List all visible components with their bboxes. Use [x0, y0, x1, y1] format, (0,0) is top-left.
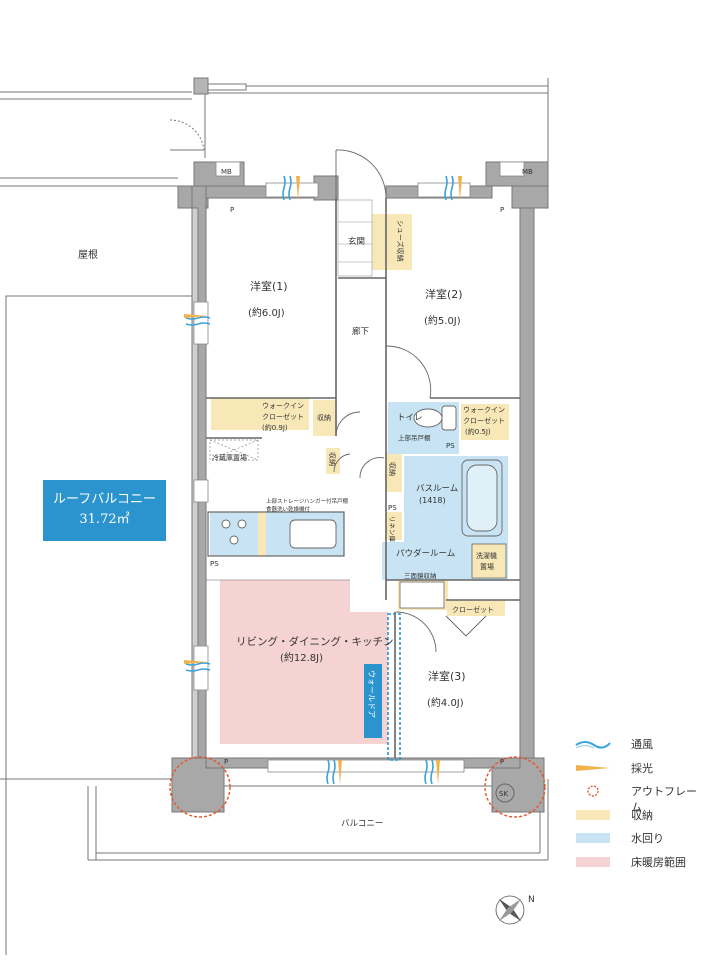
- top-utility: [169, 77, 549, 186]
- windows: [193, 161, 525, 773]
- entrance-label: 玄関: [348, 236, 365, 247]
- floorheat-fill: [220, 580, 388, 744]
- shoes-storage-label: シューズ収納: [396, 220, 405, 262]
- wic1-size: (約0.9J): [262, 423, 288, 432]
- wind-icon: [575, 741, 611, 749]
- compass-north-label: N: [528, 895, 535, 905]
- legend-label-outframe: アウトフレーム: [631, 785, 697, 814]
- roof-balcony-name: ルーフバルコニー: [53, 492, 156, 507]
- wic2-line1: ウォークイン: [463, 406, 505, 414]
- wall-door-tag: [364, 664, 382, 738]
- powder-label: パウダールーム: [396, 548, 455, 559]
- legend-label-floorheat: 床暖房範囲: [631, 855, 686, 869]
- bathtub: [461, 459, 503, 537]
- floorheat-swatch: [576, 856, 610, 867]
- mb-label-right: MB: [522, 168, 533, 176]
- room-western1-size: (約6.0J): [248, 306, 285, 319]
- storage-swatch: [576, 809, 610, 820]
- legend-item-wind: 通風: [566, 734, 706, 758]
- roof-area: [0, 91, 193, 955]
- bath-label: バスルーム: [416, 484, 458, 494]
- linen-label: リネン庫: [388, 516, 397, 543]
- roof-label: 屋根: [78, 248, 98, 261]
- legend-item-outframe: アウトフレーム: [566, 781, 706, 814]
- storage2-label: 収納: [328, 452, 337, 466]
- wic2-line2: クローゼット: [463, 416, 505, 425]
- storage1-label: 収納: [317, 413, 331, 422]
- outframe-icon: [587, 785, 599, 797]
- balcony-label: バルコニー: [341, 819, 383, 829]
- toilet-fixture: [413, 405, 457, 431]
- room-western3-name: 洋室(3): [428, 669, 466, 683]
- entrance-tiles: [337, 199, 373, 277]
- kitchen-note-2: 食器洗い乾燥機付: [266, 505, 311, 513]
- compass-icon: [495, 895, 525, 925]
- legend-label-storage: 収納: [631, 808, 653, 822]
- legend-item-storage: 収納: [566, 805, 706, 829]
- kitchen-fixtures: [221, 519, 337, 549]
- storage3-label: 収納: [388, 462, 397, 476]
- ps-label-2: PS: [388, 504, 397, 512]
- room-western1-name: 洋室(1): [250, 279, 288, 293]
- wall-door-outline: [387, 613, 401, 761]
- vanity: [399, 543, 507, 609]
- washer-line1: 洗濯機: [476, 551, 497, 560]
- mirror-label: 三面鏡収納: [404, 571, 437, 580]
- wic2-size: (約0.5J): [465, 427, 491, 436]
- wall-door-label: ウォールドア: [367, 670, 376, 718]
- legend-item-water: 水回り: [566, 828, 706, 852]
- ps-label-3: PS: [210, 560, 219, 568]
- mb-label-left: MB: [221, 168, 232, 176]
- room-ldk-name: リビング・ダイニング・キッチン: [236, 635, 394, 648]
- closet3-label: クローゼット: [452, 605, 494, 614]
- light-arrows: [184, 176, 462, 784]
- roof-balcony-badge: ルーフバルコニー 31.72㎡: [43, 480, 166, 541]
- room-western2-name: 洋室(2): [425, 287, 463, 301]
- legend-item-light: 採光: [566, 758, 706, 782]
- balcony-lines: [88, 779, 549, 861]
- bath-size: (1418): [419, 496, 446, 505]
- p-label-2: P: [500, 206, 504, 214]
- fridge-label: 冷蔵庫置場: [212, 453, 247, 462]
- p-label-4: P: [500, 758, 504, 766]
- p-label-3: P: [224, 758, 228, 766]
- legend-label-water: 水回り: [631, 832, 664, 845]
- wic1-line1: ウォークイン: [262, 402, 304, 410]
- hallway-label: 廊下: [352, 326, 370, 337]
- roof-balcony-area: 31.72㎡: [79, 512, 130, 527]
- ps-label-1: PS: [446, 442, 455, 450]
- legend-label-wind: 通風: [631, 738, 653, 751]
- room-western3-size: (約4.0J): [427, 696, 464, 709]
- toilet-label: トイレ: [397, 413, 423, 423]
- legend-item-floorheat: 床暖房範囲: [566, 852, 706, 876]
- sk-label: SK: [499, 790, 508, 798]
- water-swatch: [576, 833, 610, 843]
- room-ldk-size: (約12.8J): [280, 651, 323, 664]
- fridge-area: [209, 439, 259, 461]
- room-western2-size: (約5.0J): [424, 314, 461, 327]
- wind-arrows: [185, 175, 454, 785]
- washer-line2: 置場: [480, 562, 494, 571]
- p-label-1: P: [230, 206, 234, 214]
- wic1-line2: クローゼット: [262, 412, 304, 421]
- legend-label-light: 採光: [631, 761, 653, 775]
- kitchen-note-1: 上部ストレージハンガー付吊戸棚: [266, 497, 349, 505]
- upper-cabinet-label: 上部吊戸棚: [398, 433, 431, 442]
- legend: 通風 採光 アウトフレーム 収納 水回り 床暖房範囲: [566, 734, 706, 875]
- interior-walls: [206, 198, 520, 758]
- outframe-markers: [169, 756, 546, 818]
- doors: [333, 149, 487, 653]
- light-icon: [576, 764, 610, 771]
